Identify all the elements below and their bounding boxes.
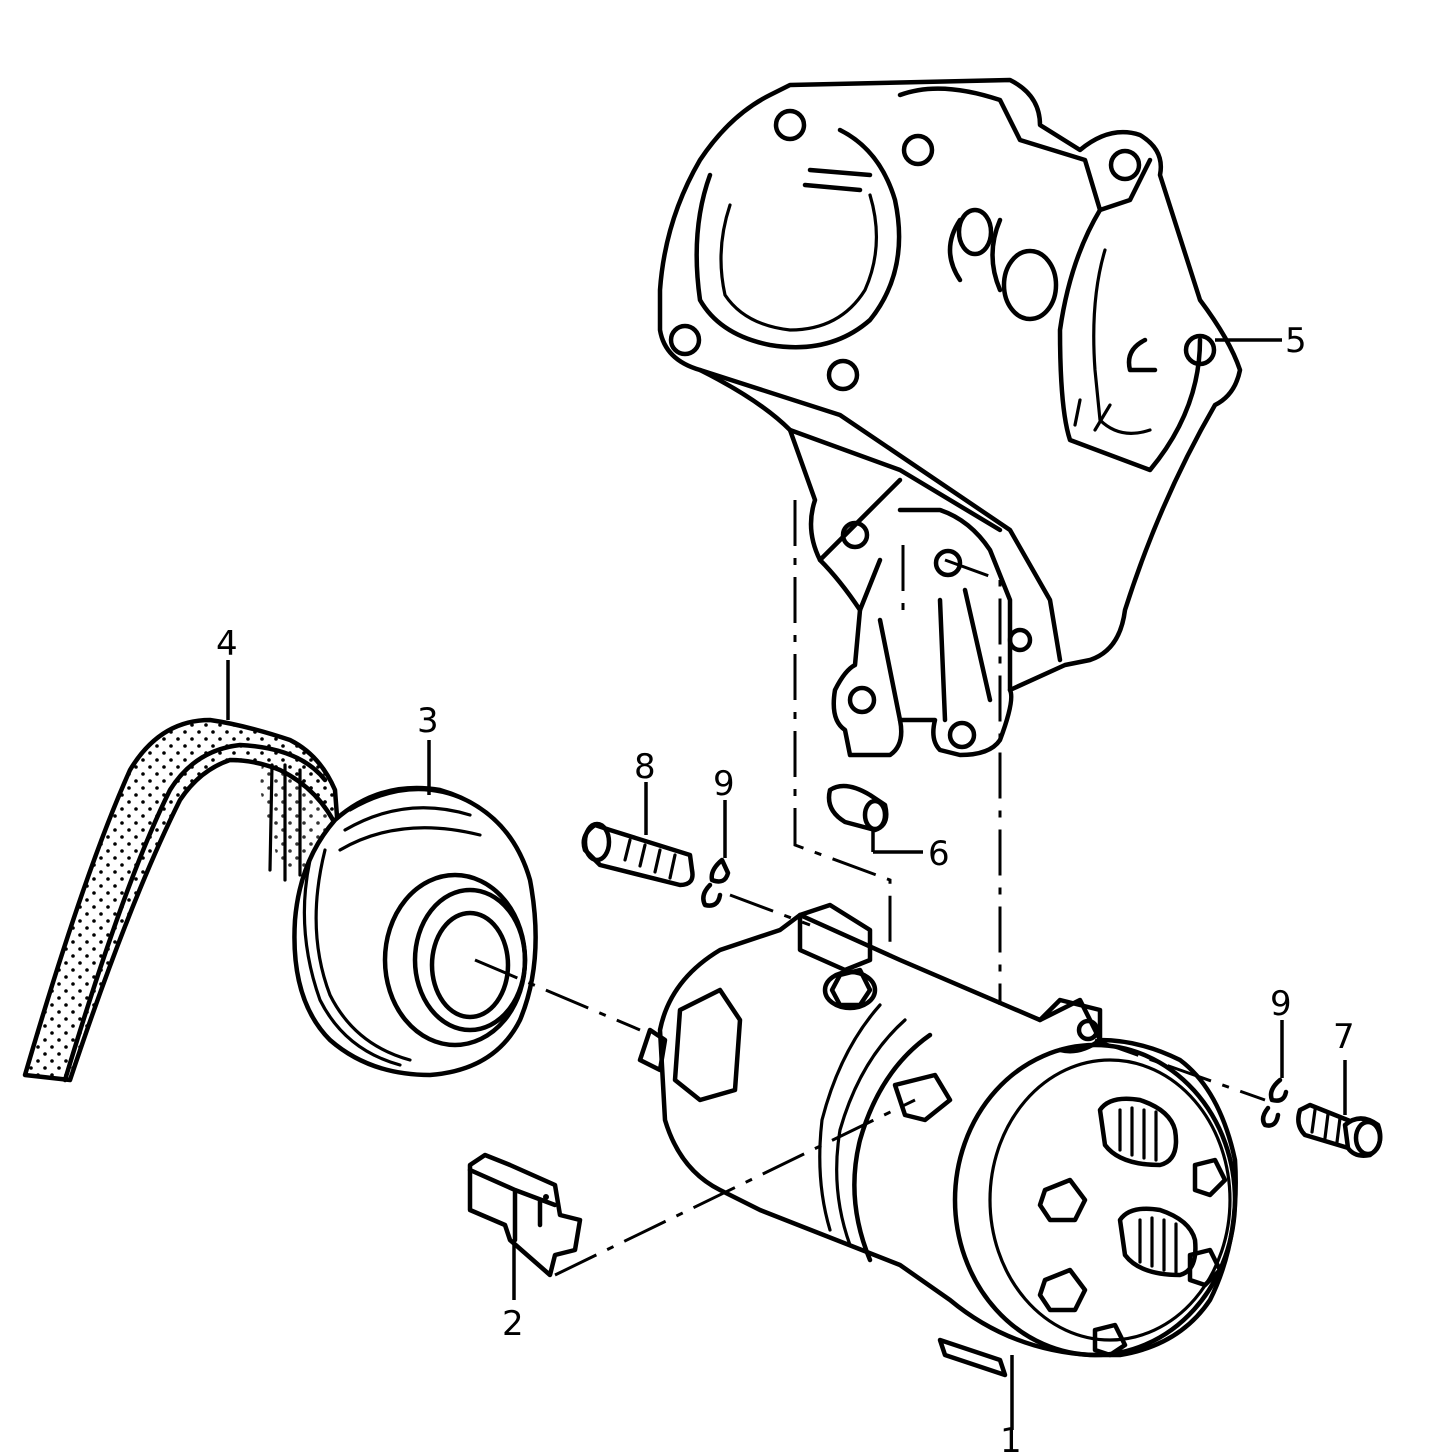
callout-4: 4 [216,624,238,664]
bushing [826,783,889,833]
pulley [292,785,538,1078]
callout-5: 5 [1285,321,1307,361]
spring-washer-upper [701,857,731,908]
retaining-clip [467,1152,583,1278]
bolt-7 [1296,1102,1383,1158]
compressor [637,902,1238,1378]
callout-9-upper: 9 [713,764,735,804]
spring-washer-lower [1260,1077,1289,1128]
callout-3: 3 [417,701,439,741]
mounting-bracket [657,77,1243,758]
callout-leaders [226,338,1347,1430]
callout-6: 6 [928,834,950,874]
callout-9-lower: 9 [1270,984,1292,1024]
callout-2: 2 [502,1304,524,1344]
bolt-8 [581,821,695,888]
callout-1: 1 [1000,1421,1022,1452]
callout-7: 7 [1333,1017,1355,1057]
drive-belt [22,717,341,1083]
assembly-lines [474,500,1266,1277]
callout-8: 8 [634,747,656,787]
